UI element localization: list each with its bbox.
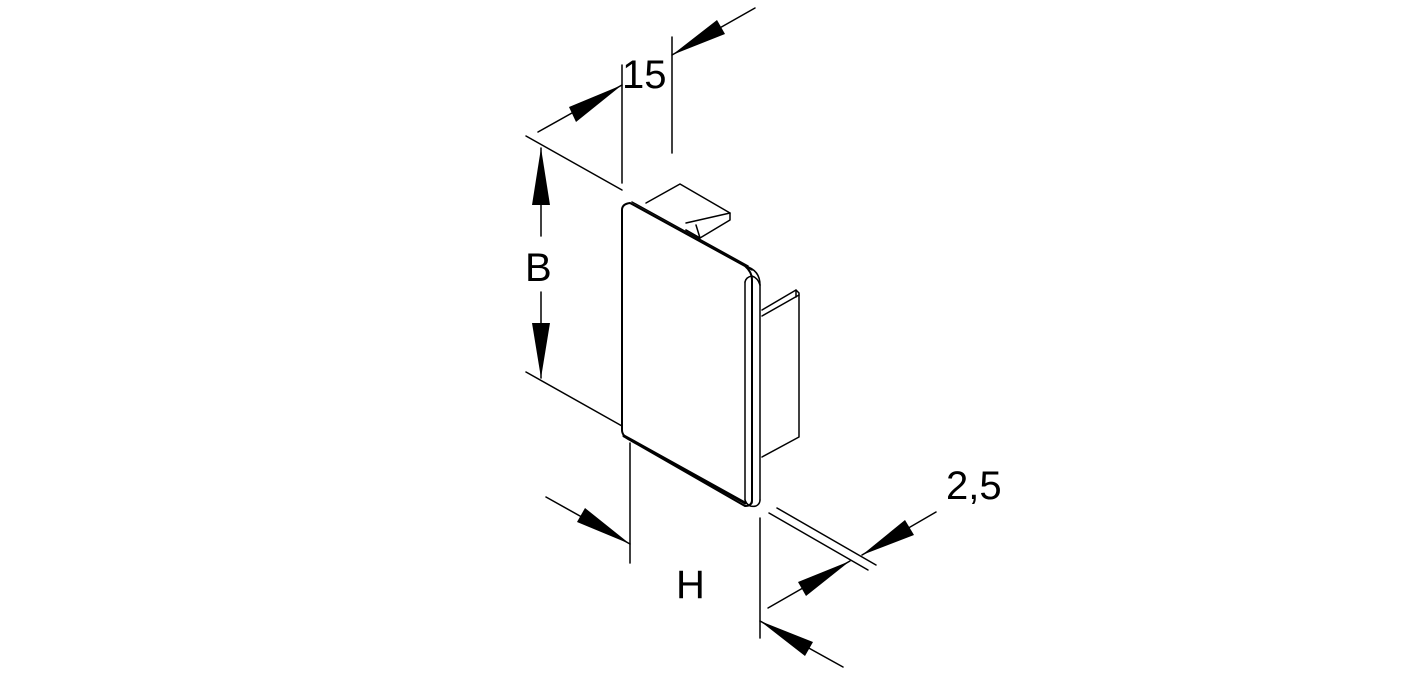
dimension-height (545, 442, 844, 668)
front-face (621, 202, 753, 507)
dimension-width (525, 135, 623, 427)
dimension-thickness (767, 507, 937, 609)
right-flange (761, 289, 800, 458)
top-clip-tab (645, 183, 731, 239)
end-cap-part (621, 183, 800, 508)
dimension-label-depth: 15 (622, 53, 667, 97)
dimension-label-width: B (525, 246, 552, 290)
dimension-label-thickness: 2,5 (946, 464, 1002, 508)
dimension-label-height: H (676, 563, 705, 607)
dimension-depth (537, 7, 756, 184)
